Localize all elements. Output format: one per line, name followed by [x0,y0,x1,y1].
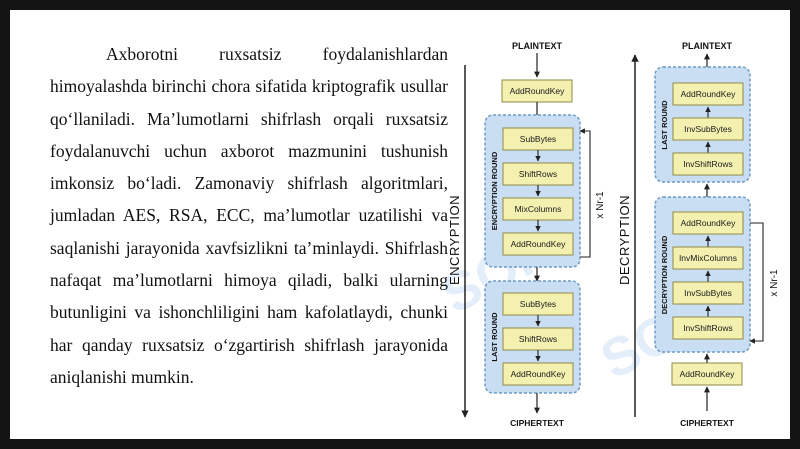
enc-last-round-label: LAST ROUND [490,312,499,362]
enc-last-step-1: SubBytes [520,299,556,309]
aes-diagram: SOFT SOFT ENCRYPTION PLAINTEXT AddRoundK… [445,25,790,435]
dec-last-round-label: LAST ROUND [660,100,669,150]
enc-last-box-3 [502,362,574,386]
decryption-side-label: DECRYPTION [617,195,632,285]
dec-round-label: DECRYPTION ROUND [660,235,669,314]
dec-last-step-2: InvSubBytes [684,124,732,134]
dec-step-box-4 [672,316,744,340]
enc-step-2: ShiftRows [519,169,557,179]
dec-round-region [654,196,751,353]
dec-repeat-label: x Nr-1 [769,269,780,297]
enc-loop-bracket [579,128,591,258]
enc-repeat-label: x Nr-1 [595,191,606,219]
aes-diagram-svg: SOFT SOFT ENCRYPTION PLAINTEXT AddRoundK… [445,41,780,428]
enc-step-box-4 [502,232,574,256]
dec-ciphertext-label: CIPHERTEXT [680,418,735,428]
dec-step-1: AddRoundKey [681,218,737,228]
enc-round-region [484,114,581,268]
enc-initial-step: AddRoundKey [510,86,566,96]
enc-last-step-3: AddRoundKey [511,369,567,379]
dec-final-step: AddRoundKey [680,369,736,379]
enc-ciphertext-label: CIPHERTEXT [510,418,565,428]
body-paragraph: Axborotni ruxsatsiz foydalanishlardan hi… [50,44,448,387]
enc-step-1: SubBytes [520,134,556,144]
dec-final-box [671,362,743,386]
enc-step-4: AddRoundKey [511,239,567,249]
dec-step-box-1 [672,211,744,235]
slide: Axborotni ruxsatsiz foydalanishlardan hi… [10,10,790,439]
enc-plaintext-label: PLAINTEXT [512,41,563,51]
enc-round-label: ENCRYPTION ROUND [490,151,499,230]
encryption-side-label: ENCRYPTION [447,195,462,285]
enc-last-step-2: ShiftRows [519,334,557,344]
dec-step-3: InvSubBytes [684,288,732,298]
dec-last-step-1: AddRoundKey [681,89,737,99]
dec-last-box-1 [672,82,744,106]
dec-step-2: InvMixColumns [679,253,737,263]
dec-plaintext-label: PLAINTEXT [682,41,733,51]
dec-step-box-2 [672,246,744,270]
dec-last-box-2 [672,117,744,141]
dec-loop-bracket [749,222,764,344]
enc-step-3: MixColumns [515,204,562,214]
dec-last-box-3 [672,152,744,176]
dec-step-4: InvShiftRows [683,323,733,333]
dec-step-box-3 [672,281,744,305]
dec-last-step-3: InvShiftRows [683,159,733,169]
